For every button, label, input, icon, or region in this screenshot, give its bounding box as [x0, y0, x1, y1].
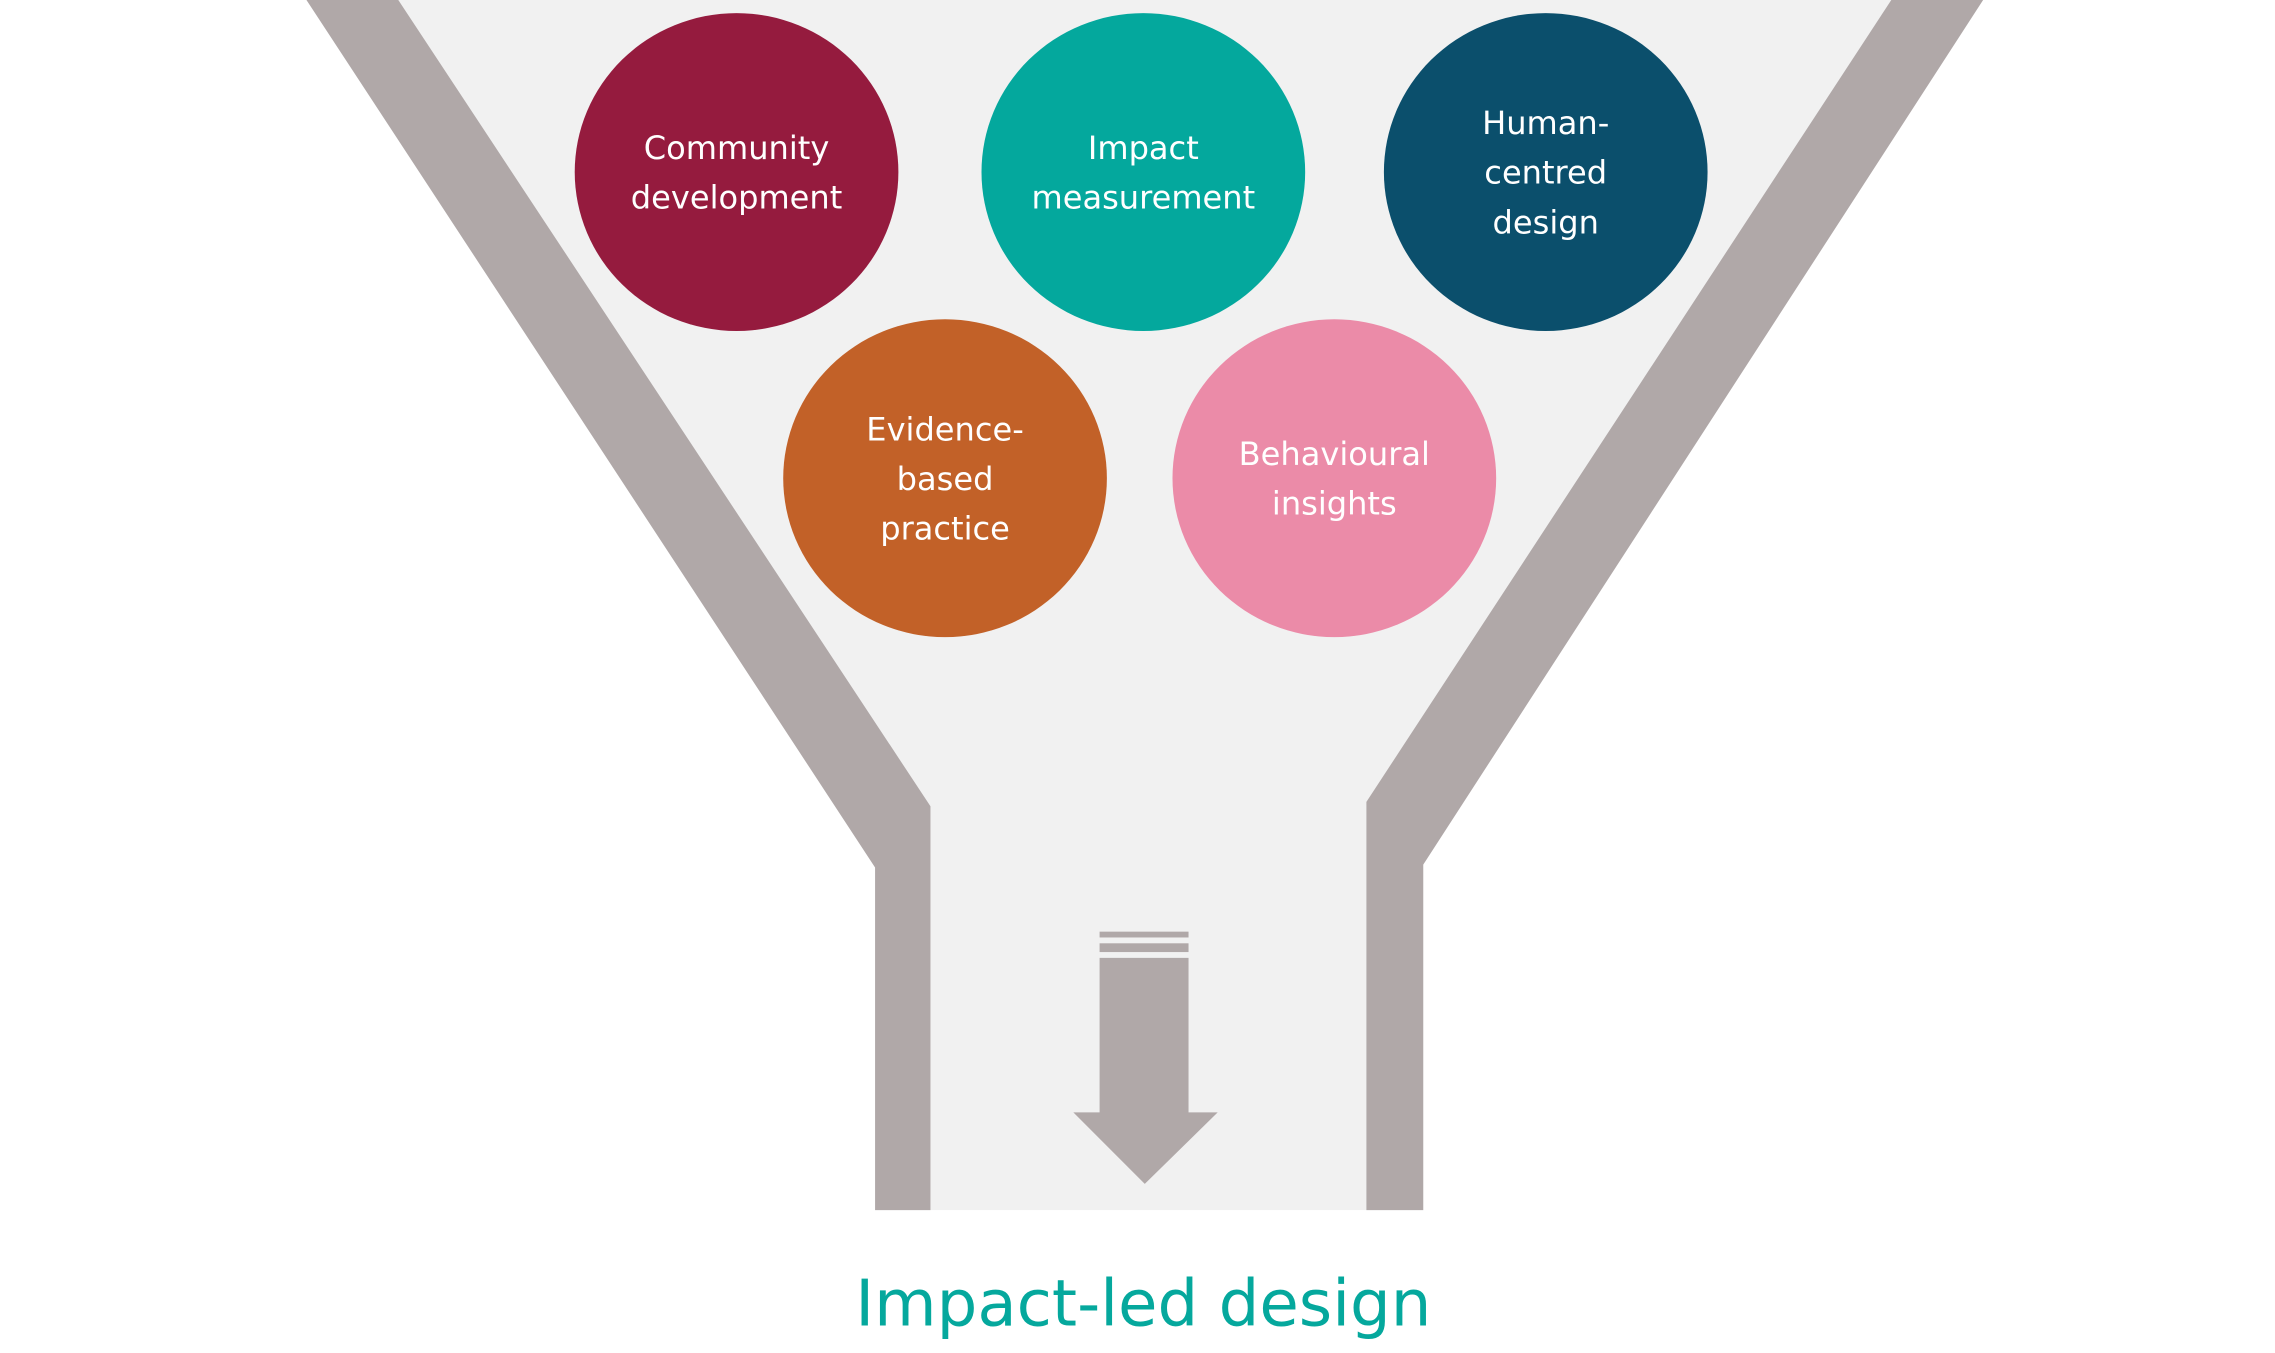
circle-shape — [981, 13, 1306, 331]
circle-label: Evidence- — [866, 410, 1023, 448]
circle-shape — [783, 319, 1107, 638]
diagram-title: Impact-led design — [855, 1266, 1431, 1341]
circle-label: design — [1493, 203, 1599, 241]
circle-label: insights — [1272, 485, 1397, 523]
circle-label: Human- — [1482, 104, 1609, 142]
concept-circle: Community development — [574, 13, 899, 331]
circle-shape — [1172, 319, 1497, 638]
concept-circle: Behavioural insights — [1172, 319, 1497, 638]
circle-label: Impact — [1088, 129, 1199, 167]
circle-label: Community — [644, 129, 830, 167]
circle-label: measurement — [1031, 178, 1255, 216]
circle-label: Behavioural — [1239, 435, 1430, 473]
circle-label: development — [631, 178, 843, 216]
circle-label: based — [897, 460, 994, 498]
circle-label: practice — [880, 509, 1010, 547]
circle-shape — [574, 13, 899, 331]
down-arrow-icon — [1073, 931, 1218, 1184]
concept-circle: Evidence-based practice — [783, 319, 1107, 638]
concept-circle: Human-centred design — [1383, 13, 1708, 331]
circle-shape — [1383, 13, 1708, 331]
concept-circle: Impact measurement — [981, 13, 1306, 331]
circle-label: centred — [1484, 154, 1607, 192]
